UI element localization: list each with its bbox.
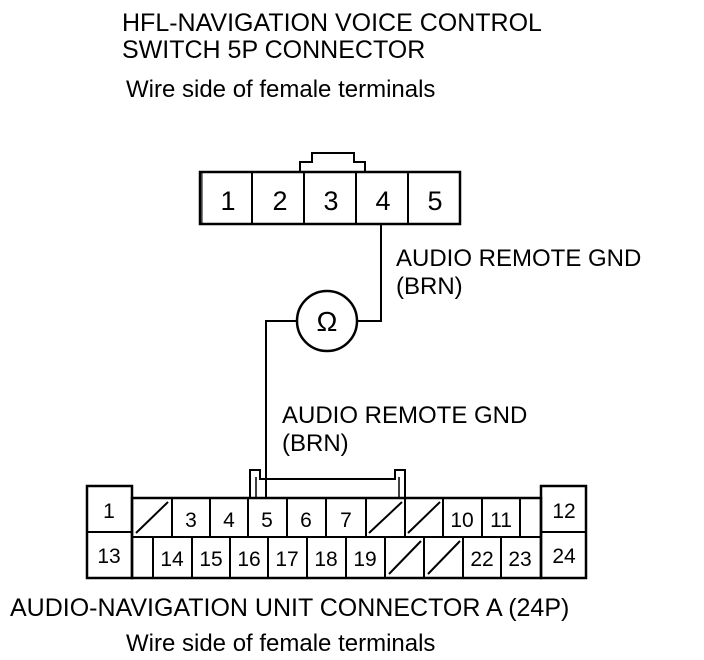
wire-from-pin-4 xyxy=(357,224,382,322)
pin-5-a: 5 xyxy=(261,509,273,532)
empty-cavity-9 xyxy=(407,501,441,534)
top-connector-title-line1: HFL-NAVIGATION VOICE CONTROL xyxy=(122,9,542,37)
pin-2: 2 xyxy=(272,186,287,216)
top-connector-title-line2: SWITCH 5P CONNECTOR xyxy=(122,36,425,64)
empty-cavity-2 xyxy=(135,501,169,534)
wire-color-top: (BRN) xyxy=(396,273,463,300)
bottom-connector-subtitle: Wire side of female terminals xyxy=(126,630,435,657)
pin-12-a: 12 xyxy=(552,500,575,523)
empty-cavity-20 xyxy=(388,540,422,575)
pin-5: 5 xyxy=(427,186,442,216)
pin-15-a: 15 xyxy=(199,548,222,571)
pin-6-a: 6 xyxy=(300,509,312,532)
ohmmeter-icon xyxy=(295,289,359,353)
bottom-connector-title: AUDIO-NAVIGATION UNIT CONNECTOR A (24P) xyxy=(10,594,569,622)
wire-label-top: AUDIO REMOTE GND xyxy=(396,245,641,272)
pin-7-a: 7 xyxy=(340,509,352,532)
pin-10-a: 10 xyxy=(450,509,473,532)
pin-3-a: 3 xyxy=(185,509,197,532)
pin-14-a: 14 xyxy=(160,548,184,571)
bottom-24p-connector xyxy=(85,469,588,580)
wire-to-pin-5 xyxy=(265,320,297,497)
pin-4-a: 4 xyxy=(223,509,235,532)
top-connector-pins: 1 2 3 4 5 xyxy=(220,186,442,216)
pin-18-a: 18 xyxy=(314,548,337,571)
pin-16-a: 16 xyxy=(237,548,260,571)
pin-13-a: 13 xyxy=(97,545,120,568)
pin-22-a: 22 xyxy=(470,548,493,571)
ohm-symbol: Ω xyxy=(317,306,338,337)
connector-lock-tab xyxy=(299,152,366,172)
pin-19-a: 19 xyxy=(353,548,376,571)
pin-23-a: 23 xyxy=(508,548,531,571)
pin-24-a: 24 xyxy=(552,545,576,568)
pin-11-a: 11 xyxy=(490,509,512,532)
wire-label-bottom: AUDIO REMOTE GND xyxy=(282,402,527,429)
top-connector-subtitle: Wire side of female terminals xyxy=(126,76,435,103)
connector-lock-bar xyxy=(249,469,406,497)
empty-cavity-8 xyxy=(368,501,403,534)
pin-1-a: 1 xyxy=(103,500,115,523)
wire-color-bottom: (BRN) xyxy=(282,430,349,457)
pin-17-a: 17 xyxy=(275,548,298,571)
empty-cavity-21 xyxy=(427,540,461,575)
pin-1: 1 xyxy=(220,186,235,216)
pin-4: 4 xyxy=(375,186,390,216)
top-5p-connector xyxy=(198,152,462,226)
wiring xyxy=(265,224,382,497)
bottom-connector-pins: 1 13 12 24 3 4 5 6 7 10 11 14 15 16 17 1… xyxy=(97,500,576,571)
connector-body xyxy=(198,170,462,226)
pin-3: 3 xyxy=(323,186,338,216)
